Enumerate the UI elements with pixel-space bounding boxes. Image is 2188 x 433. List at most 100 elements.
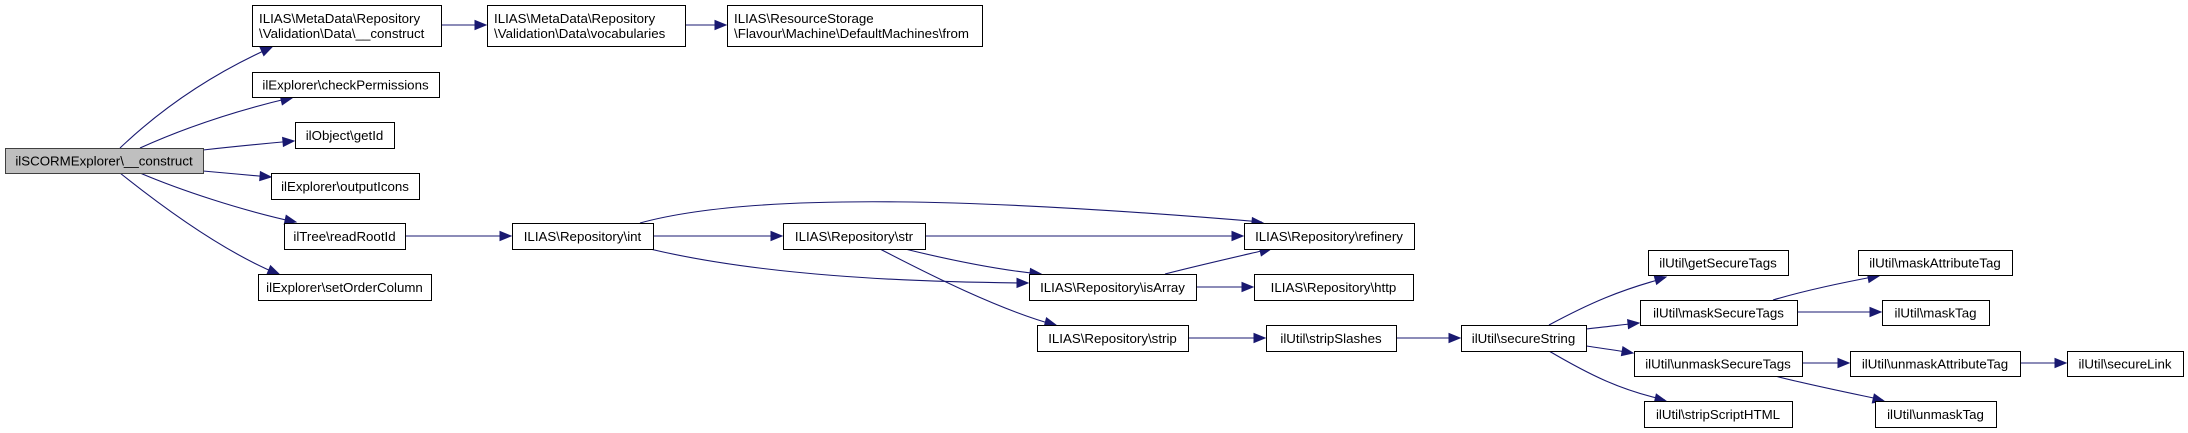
node-unmaskSecureTags[interactable]: ilUtil\unmaskSecureTags — [1634, 351, 1803, 377]
node-label: ilUtil\maskAttributeTag — [1869, 256, 2001, 271]
node-maskTag[interactable]: ilUtil\maskTag — [1882, 300, 1990, 326]
edge-isArray-to-http — [1196, 281, 1255, 293]
node-isArray[interactable]: ILIAS\Repository\isArray — [1029, 274, 1197, 301]
node-checkPerm[interactable]: ilExplorer\checkPermissions — [252, 72, 440, 98]
node-label: ILIAS\Repository\isArray — [1040, 280, 1185, 295]
edge-valConstruct-to-vocab — [441, 19, 488, 31]
node-refinery[interactable]: ILIAS\Repository\refinery — [1244, 223, 1415, 250]
node-secureString[interactable]: ilUtil\secureString — [1461, 325, 1587, 352]
node-label: ilObject\getId — [306, 128, 384, 143]
node-setOrder[interactable]: ilExplorer\setOrderColumn — [258, 274, 432, 301]
node-secureLink[interactable]: ilUtil\secureLink — [2067, 351, 2184, 377]
edge-line — [119, 172, 279, 275]
node-strip[interactable]: ILIAS\Repository\strip — [1037, 325, 1189, 352]
node-box — [1244, 223, 1415, 250]
node-box — [512, 223, 654, 250]
node-getSecureTags[interactable]: ilUtil\getSecureTags — [1648, 250, 1789, 276]
node-maskSecureTags[interactable]: ilUtil\maskSecureTags — [1640, 300, 1798, 326]
node-box — [1634, 351, 1803, 377]
node-label: ilUtil\secureString — [1472, 331, 1575, 346]
node-label: ilUtil\maskTag — [1894, 306, 1976, 321]
node-box — [1254, 274, 1414, 301]
node-label: ILIAS\Repository\int — [524, 229, 642, 244]
node-label: ILIAS\MetaData\Repository — [494, 11, 655, 26]
node-box — [1858, 250, 2013, 276]
arrowhead-icon — [499, 230, 513, 242]
node-repInt[interactable]: ILIAS\Repository\int — [512, 223, 654, 250]
edge-line — [1772, 275, 1879, 301]
node-box — [258, 274, 432, 301]
node-unmaskTag[interactable]: ilUtil\unmaskTag — [1875, 401, 1997, 428]
node-repStr[interactable]: ILIAS\Repository\str — [783, 223, 926, 250]
edge-repInt-to-repStr — [653, 230, 784, 242]
node-stripScriptHTML[interactable]: ilUtil\stripScriptHTML — [1644, 401, 1793, 428]
node-box — [727, 5, 983, 47]
node-valConstruct[interactable]: ILIAS\MetaData\Repository\Validation\Dat… — [252, 5, 442, 47]
arrowhead-icon — [1837, 357, 1851, 369]
edge-unmaskAttributeTag-to-secureLink — [2020, 357, 2068, 369]
node-box — [295, 122, 395, 149]
node-label: ilUtil\stripScriptHTML — [1656, 407, 1780, 422]
edge-line — [639, 201, 1263, 224]
arrowhead-icon — [259, 170, 273, 182]
edge-line — [879, 248, 1056, 326]
node-label: ILIAS\Repository\http — [1271, 280, 1397, 295]
node-box — [271, 173, 420, 200]
arrowhead-icon — [1448, 332, 1462, 344]
node-stripSlashes[interactable]: ilUtil\stripSlashes — [1266, 325, 1397, 352]
node-readRootId[interactable]: ilTree\readRootId — [284, 223, 406, 250]
node-label: ILIAS\ResourceStorage — [734, 11, 874, 26]
root-node[interactable]: ilSCORMExplorer\__construct — [5, 148, 204, 174]
edge-maskSecureTags-to-maskAttributeTag — [1772, 272, 1881, 301]
node-box — [2067, 351, 2184, 377]
edge-repInt-to-refinery — [639, 201, 1265, 228]
edge-root-to-outputIcons — [202, 170, 273, 182]
node-label: ilUtil\unmaskTag — [1887, 407, 1984, 422]
node-getId[interactable]: ilObject\getId — [295, 122, 395, 149]
edge-isArray-to-refinery — [1164, 246, 1273, 275]
node-outputIcons[interactable]: ilExplorer\outputIcons — [271, 173, 420, 200]
node-box — [1029, 274, 1197, 301]
node-maskAttributeTag[interactable]: ilUtil\maskAttributeTag — [1858, 250, 2013, 276]
node-label: \Flavour\Machine\DefaultMachines\from — [734, 26, 969, 41]
node-box — [1461, 325, 1587, 352]
node-label: ilUtil\unmaskAttributeTag — [1862, 357, 2008, 372]
arrowhead-icon — [1869, 306, 1883, 318]
node-box — [284, 223, 406, 250]
arrowhead-icon — [1620, 345, 1635, 357]
edge-line — [1548, 277, 1666, 326]
node-vocab[interactable]: ILIAS\MetaData\Repository\Validation\Dat… — [487, 5, 686, 47]
node-box — [1640, 300, 1798, 326]
edge-line — [1774, 375, 1884, 401]
edge-repStr-to-refinery — [925, 230, 1245, 242]
node-box — [5, 148, 204, 174]
node-box — [1850, 351, 2021, 377]
node-label: ilExplorer\checkPermissions — [262, 78, 429, 93]
node-box — [1266, 325, 1397, 352]
node-label: \Validation\Data\vocabularies — [494, 26, 666, 41]
node-label: ILIAS\Repository\strip — [1048, 331, 1177, 346]
edge-root-to-setOrder — [119, 172, 281, 275]
edge-repStr-to-isArray — [904, 248, 1043, 279]
edge-secureString-to-maskSecureTags — [1585, 319, 1641, 330]
node-label: ilSCORMExplorer\__construct — [15, 154, 193, 169]
node-http[interactable]: ILIAS\Repository\http — [1254, 274, 1414, 301]
edge-line — [119, 47, 271, 149]
edge-repInt-to-isArray — [649, 248, 1030, 289]
arrowhead-icon — [266, 264, 281, 275]
node-label: ilUtil\maskSecureTags — [1653, 306, 1784, 321]
node-label: ilTree\readRootId — [293, 229, 395, 244]
arrowhead-icon — [1627, 319, 1641, 330]
edge-line — [139, 97, 291, 149]
node-box — [1875, 401, 1997, 428]
node-unmaskAttributeTag[interactable]: ilUtil\unmaskAttributeTag — [1850, 351, 2021, 377]
edge-line — [904, 248, 1041, 275]
node-defMach[interactable]: ILIAS\ResourceStorage\Flavour\Machine\De… — [727, 5, 983, 47]
edge-secureString-to-getSecureTags — [1548, 275, 1668, 326]
edge-maskSecureTags-to-maskTag — [1797, 306, 1883, 318]
node-box — [1648, 250, 1789, 276]
edge-line — [139, 172, 296, 223]
node-label: ILIAS\Repository\refinery — [1255, 229, 1403, 244]
arrowhead-icon — [283, 214, 298, 225]
node-label: ilExplorer\outputIcons — [281, 179, 409, 194]
